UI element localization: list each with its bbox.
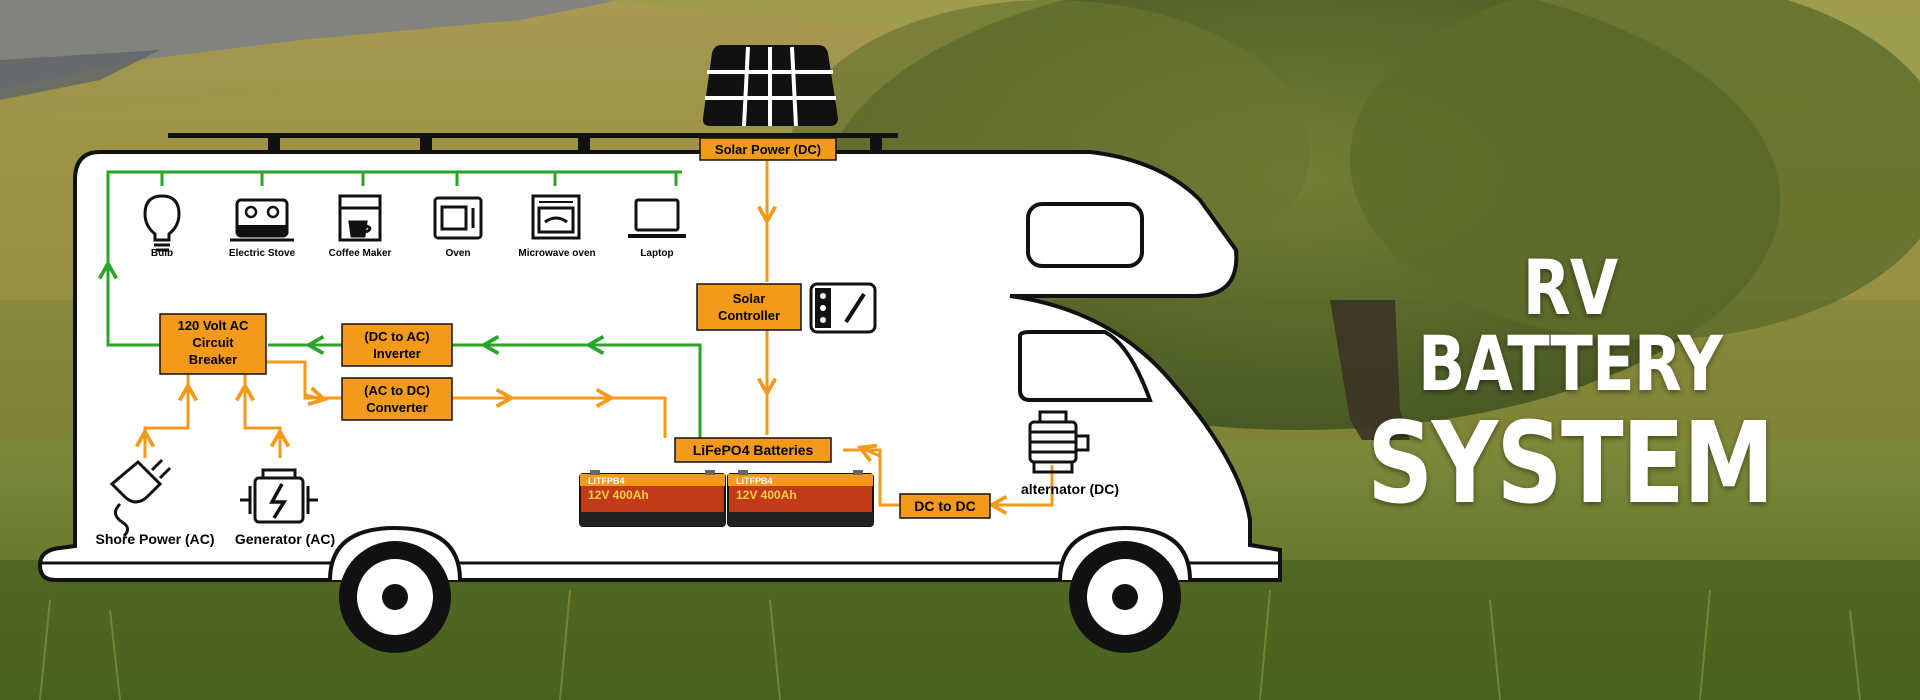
inverter-label-line1: (DC to AC): [364, 329, 429, 344]
inverter-label-line2: Inverter: [373, 346, 421, 361]
coffee-maker-icon: [338, 194, 382, 242]
batteries-label: LiFePO4 Batteries: [693, 442, 814, 458]
dc-flow-lines: [134, 160, 1054, 516]
battery-rating: 12V 400Ah: [736, 488, 797, 502]
node-solar-power: Solar Power (DC): [699, 137, 837, 161]
node-solar-controller: Solar Controller: [696, 283, 802, 331]
headline-line1: RV BATTERY: [1418, 243, 1723, 408]
shore-power-plug-icon: [109, 458, 172, 538]
alternator-label: alternator (DC): [1021, 481, 1119, 497]
rv-body: [37, 150, 1282, 582]
circuit-breaker-label-line2: Circuit: [192, 335, 234, 350]
charge-controller-icon: [809, 282, 877, 334]
appliances: [143, 194, 686, 252]
node-converter: (AC to DC) Converter: [341, 377, 453, 421]
node-circuit-breaker: 120 Volt AC Circuit Breaker: [159, 313, 267, 375]
solar-controller-label-line1: Solar: [733, 291, 766, 306]
appliance-label-bulb: Bulb: [151, 248, 173, 259]
appliance-label-laptop: Laptop: [640, 248, 673, 259]
shore-power-label: Shore Power (AC): [95, 531, 214, 547]
solar-controller-label-line2: Controller: [718, 308, 780, 323]
bulb-icon: [143, 194, 181, 252]
headline: RV BATTERY SYSTEM: [1320, 243, 1820, 529]
front-wheel: [1058, 525, 1192, 653]
appliance-label-oven: Oven: [445, 248, 470, 259]
alternator-icon: [1028, 410, 1090, 474]
appliance-label-coffee-maker: Coffee Maker: [329, 248, 392, 259]
node-batteries: LiFePO4 Batteries: [674, 437, 832, 463]
battery-brand: LiTFPB4: [588, 476, 625, 486]
solar-panel-icon: [702, 45, 838, 127]
circuit-breaker-label-line1: 120 Volt AC: [178, 318, 249, 333]
rear-wheel: [328, 525, 462, 653]
generator-label: Generator (AC): [235, 531, 335, 547]
appliance-label-electric-stove: Electric Stove: [229, 248, 296, 259]
converter-label-line2: Converter: [366, 400, 427, 415]
battery-rating: 12V 400Ah: [588, 488, 649, 502]
converter-label-line1: (AC to DC): [364, 383, 430, 398]
battery-unit: LiTFPB4 12V 400Ah: [727, 470, 874, 527]
microwave-oven-icon: [531, 194, 581, 240]
generator-icon: [240, 468, 318, 524]
headline-line2: SYSTEM: [1367, 399, 1774, 529]
battery-unit: LiTFPB4 12V 400Ah: [579, 470, 726, 527]
rv-upper-window: [1026, 202, 1144, 268]
circuit-breaker-label-line3: Breaker: [189, 352, 237, 367]
solar-power-label: Solar Power (DC): [715, 142, 821, 157]
node-inverter: (DC to AC) Inverter: [341, 323, 453, 367]
electric-stove-icon: [230, 198, 294, 242]
node-dc-to-dc: DC to DC: [899, 493, 991, 519]
dc-to-dc-label: DC to DC: [914, 498, 975, 514]
laptop-icon: [628, 198, 686, 238]
battery-brand: LiTFPB4: [736, 476, 773, 486]
rv-cab-window: [1018, 330, 1153, 402]
oven-icon: [433, 196, 483, 240]
appliance-label-microwave-oven: Microwave oven: [518, 248, 595, 259]
ac-distribution-lines: [97, 170, 702, 448]
